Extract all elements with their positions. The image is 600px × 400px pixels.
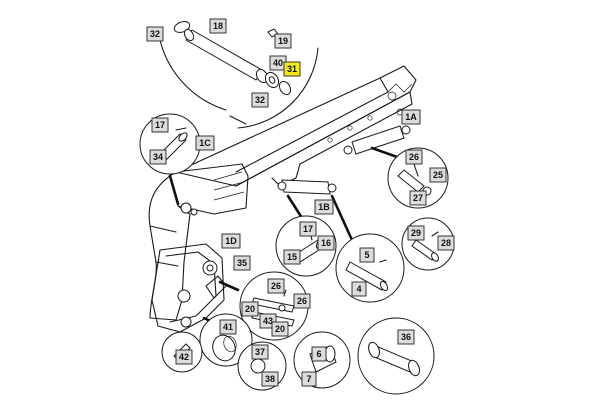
svg-text:1A: 1A xyxy=(405,112,417,122)
svg-text:31: 31 xyxy=(287,64,297,74)
svg-text:1B: 1B xyxy=(318,202,330,212)
part-label-41[interactable]: 41 xyxy=(219,319,237,335)
svg-text:29: 29 xyxy=(411,228,421,238)
part-label-20-left[interactable]: 20 xyxy=(241,301,259,317)
part-label-26-right[interactable]: 26 xyxy=(405,149,423,165)
svg-text:1D: 1D xyxy=(225,236,237,246)
svg-text:5: 5 xyxy=(364,250,369,260)
svg-text:26: 26 xyxy=(409,152,419,162)
part-label-20-bottom[interactable]: 20 xyxy=(271,321,289,337)
retaining-ring-part-lower xyxy=(278,80,292,96)
part-label-17-left[interactable]: 17 xyxy=(151,117,169,133)
svg-text:26: 26 xyxy=(297,296,307,306)
part-label-38[interactable]: 38 xyxy=(261,371,279,387)
svg-text:20: 20 xyxy=(245,304,255,314)
part-label-7[interactable]: 7 xyxy=(301,371,317,387)
part-label-1a[interactable]: 1A xyxy=(401,109,421,125)
part-label-15[interactable]: 15 xyxy=(283,249,301,265)
svg-text:41: 41 xyxy=(223,322,233,332)
bushing-part xyxy=(212,334,236,362)
pivot-pin-part xyxy=(185,29,263,81)
part-label-29[interactable]: 29 xyxy=(407,225,425,241)
hydraulic-cylinder-1a xyxy=(343,125,411,155)
part-label-1c[interactable]: 1C xyxy=(195,135,215,151)
svg-text:42: 42 xyxy=(179,352,189,362)
svg-text:32: 32 xyxy=(255,95,265,105)
svg-text:40: 40 xyxy=(273,58,283,68)
part-label-5[interactable]: 5 xyxy=(359,247,375,263)
svg-text:34: 34 xyxy=(153,152,163,162)
svg-text:6: 6 xyxy=(316,349,321,359)
svg-text:17: 17 xyxy=(303,224,313,234)
detail-circle-36 xyxy=(357,317,435,395)
part-label-6[interactable]: 6 xyxy=(311,346,327,362)
detail-circle-5-4 xyxy=(335,233,405,303)
svg-text:4: 4 xyxy=(356,284,361,294)
svg-text:7: 7 xyxy=(306,374,311,384)
part-label-16[interactable]: 16 xyxy=(317,235,335,251)
part-label-25[interactable]: 25 xyxy=(429,167,447,183)
part-label-26-link-right[interactable]: 26 xyxy=(293,293,311,309)
detail-circle-17-34 xyxy=(139,113,201,175)
hydraulic-cylinder-1b xyxy=(277,179,337,195)
part-label-31-highlighted[interactable]: 31 xyxy=(283,61,301,77)
part-label-1d[interactable]: 1D xyxy=(221,233,241,249)
svg-text:20: 20 xyxy=(275,324,285,334)
svg-text:25: 25 xyxy=(433,170,443,180)
part-label-4[interactable]: 4 xyxy=(351,281,367,297)
svg-text:37: 37 xyxy=(255,347,265,357)
svg-text:15: 15 xyxy=(287,252,297,262)
part-label-32-top[interactable]: 32 xyxy=(146,26,164,42)
part-label-28[interactable]: 28 xyxy=(437,235,455,251)
part-label-1b[interactable]: 1B xyxy=(314,199,334,215)
part-label-18[interactable]: 18 xyxy=(209,18,227,34)
svg-text:36: 36 xyxy=(401,332,411,342)
svg-text:27: 27 xyxy=(413,193,423,203)
part-label-17-mid[interactable]: 17 xyxy=(299,221,317,237)
detail-circle-26-25-27 xyxy=(387,147,449,209)
svg-text:43: 43 xyxy=(263,316,273,326)
boom-frame xyxy=(148,65,417,333)
part-label-27[interactable]: 27 xyxy=(409,190,427,206)
svg-text:28: 28 xyxy=(441,238,451,248)
detail-circle-links xyxy=(239,271,309,341)
svg-text:16: 16 xyxy=(321,238,331,248)
part-label-37[interactable]: 37 xyxy=(251,344,269,360)
part-label-35[interactable]: 35 xyxy=(233,255,251,271)
detail-circle-41 xyxy=(199,313,253,367)
svg-text:32: 32 xyxy=(150,29,160,39)
svg-text:35: 35 xyxy=(237,258,247,268)
svg-text:38: 38 xyxy=(265,374,275,384)
svg-text:26: 26 xyxy=(271,281,281,291)
part-label-36[interactable]: 36 xyxy=(397,329,415,345)
part-label-32-lower[interactable]: 32 xyxy=(251,92,269,108)
svg-text:18: 18 xyxy=(213,21,223,31)
part-label-19[interactable]: 19 xyxy=(274,33,292,49)
part-label-42[interactable]: 42 xyxy=(175,349,193,365)
part-label-34[interactable]: 34 xyxy=(149,149,167,165)
part-label-26-link-upper[interactable]: 26 xyxy=(267,278,285,294)
svg-text:17: 17 xyxy=(155,120,165,130)
svg-text:19: 19 xyxy=(278,36,288,46)
svg-text:1C: 1C xyxy=(199,138,211,148)
